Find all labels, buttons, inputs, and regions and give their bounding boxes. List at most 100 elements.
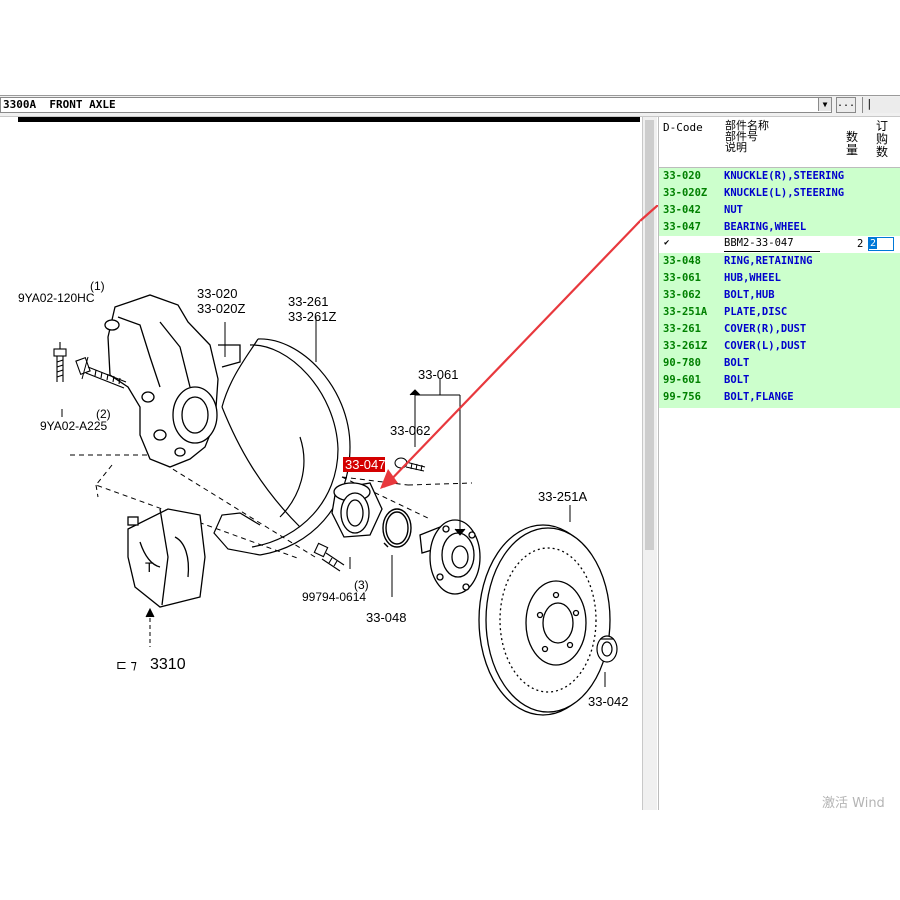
callout-3310[interactable]: 3310 (150, 656, 186, 673)
bolt-99794-0614 (313, 542, 345, 572)
assembly-toolbar: 3300A FRONT AXLE ▼ ... | (0, 95, 900, 117)
pointer-arrow-tail-line (639, 205, 659, 222)
part-qty: 2 (857, 238, 864, 250)
exploded-diagram: T (0, 117, 641, 810)
arrow-33-061-right (454, 528, 466, 536)
table-row[interactable]: 99-756 BOLT,FLANGE (659, 389, 900, 406)
row-part-name: COVER(R),DUST (724, 323, 807, 335)
header-part-name-line: 部件名称 (725, 119, 769, 132)
row-dcode: 90-780 (663, 357, 701, 369)
order-qty-value: 2 (869, 238, 878, 249)
header-dcode: D-Code (663, 121, 703, 134)
pointer-arrow-tail (639, 205, 659, 222)
row-part-name: KNUCKLE(R),STEERING (724, 170, 845, 182)
callout-33-062[interactable]: 33-062 (390, 423, 430, 438)
row-part-name: HUB,WHEEL (724, 272, 781, 284)
scrollbar-thumb[interactable] (645, 120, 654, 550)
table-row[interactable]: 90-780 BOLT (659, 355, 900, 372)
row-dcode: 99-601 (663, 374, 701, 386)
row-part-name: BOLT,HUB (724, 289, 775, 301)
callout-33-042[interactable]: 33-042 (588, 694, 628, 709)
callout-33-020z[interactable]: 33-020Z (197, 301, 245, 316)
callout-leaders (61, 317, 606, 687)
table-row[interactable]: 33-042 NUT (659, 202, 900, 219)
diagram-top-rule (18, 117, 640, 122)
row-dcode: 33-251A (663, 306, 708, 318)
row-part-name: BEARING,WHEEL (724, 221, 807, 233)
callout-33-047-highlight (343, 457, 385, 472)
callout-9ya02-120hc[interactable]: 9YA02-120HC (18, 291, 95, 305)
reference-lines (70, 454, 473, 560)
table-header: D-Code 部件名称 部件号 说明 数量 订购数 (659, 117, 900, 168)
table-row[interactable]: 33-047 BEARING,WHEEL (659, 219, 900, 236)
callout-99794-0614[interactable]: 99794-0614 (302, 590, 366, 604)
arrow-33-061-left (409, 389, 421, 396)
table-body: 33-020 KNUCKLE(R),STEERING 33-020Z KNUCKLE(… (659, 168, 900, 408)
callout-33-047[interactable]: 33-047 (345, 457, 385, 472)
callout-9ya02-a225-qty[interactable]: (2) (96, 407, 111, 421)
diagram-scrollbar[interactable] (642, 117, 657, 810)
row-part-name: BOLT (724, 374, 750, 386)
row-part-name: RING,RETAINING (724, 255, 813, 267)
bolt-9ya02-120hc (53, 342, 67, 382)
table-row[interactable]: 33-062 BOLT,HUB (659, 287, 900, 304)
callout-9ya02-120hc-qty[interactable]: (1) (90, 279, 105, 293)
callout-33-061[interactable]: 33-061 (418, 367, 458, 382)
row-dcode: 33-061 (663, 272, 701, 284)
row-part-name: KNUCKLE(L),STEERING (724, 187, 845, 199)
table-row[interactable]: 33-020 KNUCKLE(R),STEERING (659, 168, 900, 185)
wheel-bearing-drawing (331, 482, 383, 538)
row-dcode: 33-047 (663, 221, 701, 233)
callout-33-048[interactable]: 33-048 (366, 610, 406, 625)
callout-33-261z[interactable]: 33-261Z (288, 309, 336, 324)
row-part-name: COVER(L),DUST (724, 340, 807, 352)
activation-watermark: 激活 Wind (822, 796, 885, 811)
dust-cover-drawing (213, 338, 351, 556)
row-dcode: 33-042 (663, 204, 701, 216)
table-row[interactable]: 33-061 HUB,WHEEL (659, 270, 900, 287)
header-part-number-line: 部件号 (725, 130, 758, 143)
chevron-down-icon[interactable]: ▼ (818, 98, 831, 111)
row-dcode: 33-062 (663, 289, 701, 301)
header-part-name: 部件名称 部件号 说明 (725, 120, 769, 153)
pointer-arrowhead (380, 469, 398, 489)
assembly-select[interactable]: 3300A FRONT AXLE (0, 97, 832, 113)
browse-button[interactable]: ... (836, 97, 856, 113)
row-dcode: 33-020 (663, 170, 701, 182)
callout-9ya02-a225[interactable]: 9YA02-A225 (40, 419, 107, 433)
checkmark-icon[interactable]: ✔ (664, 238, 670, 248)
row-dcode: 33-261Z (663, 340, 708, 352)
pointer-arrow (383, 220, 641, 488)
steering-knuckle-drawing (104, 294, 241, 468)
header-description-line: 说明 (725, 141, 747, 154)
callout-33-261[interactable]: 33-261 (288, 294, 328, 309)
brake-caliper-drawing: T (127, 508, 206, 608)
row-dcode: 33-261 (663, 323, 701, 335)
toolbar-button[interactable]: | (862, 97, 900, 113)
table-row[interactable]: 33-251A PLATE,DISC (659, 304, 900, 321)
part-number: BBM2-33-047 (724, 236, 820, 252)
table-row[interactable]: 33-020Z KNUCKLE(L),STEERING (659, 185, 900, 202)
row-part-name: PLATE,DISC (724, 306, 788, 318)
table-row[interactable]: 33-261 COVER(R),DUST (659, 321, 900, 338)
table-row[interactable]: 99-601 BOLT (659, 372, 900, 389)
callout-33-020[interactable]: 33-020 (197, 286, 237, 301)
flange-nut-drawing (596, 635, 618, 663)
wheel-hub-drawing (419, 519, 481, 595)
retaining-ring-drawing (382, 508, 412, 548)
row-part-name: NUT (724, 204, 743, 216)
brake-disc-drawing (478, 524, 611, 716)
callout-99794-0614-qty[interactable]: (3) (354, 578, 369, 592)
row-part-name: BOLT,FLANGE (724, 391, 794, 403)
caliper-arrowhead (145, 607, 155, 618)
row-dcode: 99-756 (663, 391, 701, 403)
row-dcode: 33-020Z (663, 187, 708, 199)
order-qty-input[interactable]: 2 (868, 237, 894, 251)
svg-text:T: T (145, 559, 154, 575)
table-row[interactable]: 33-261Z COVER(L),DUST (659, 338, 900, 355)
header-qty: 数量 (845, 130, 858, 157)
callout-33-251a[interactable]: 33-251A (538, 489, 587, 504)
row-part-name: BOLT (724, 357, 750, 369)
